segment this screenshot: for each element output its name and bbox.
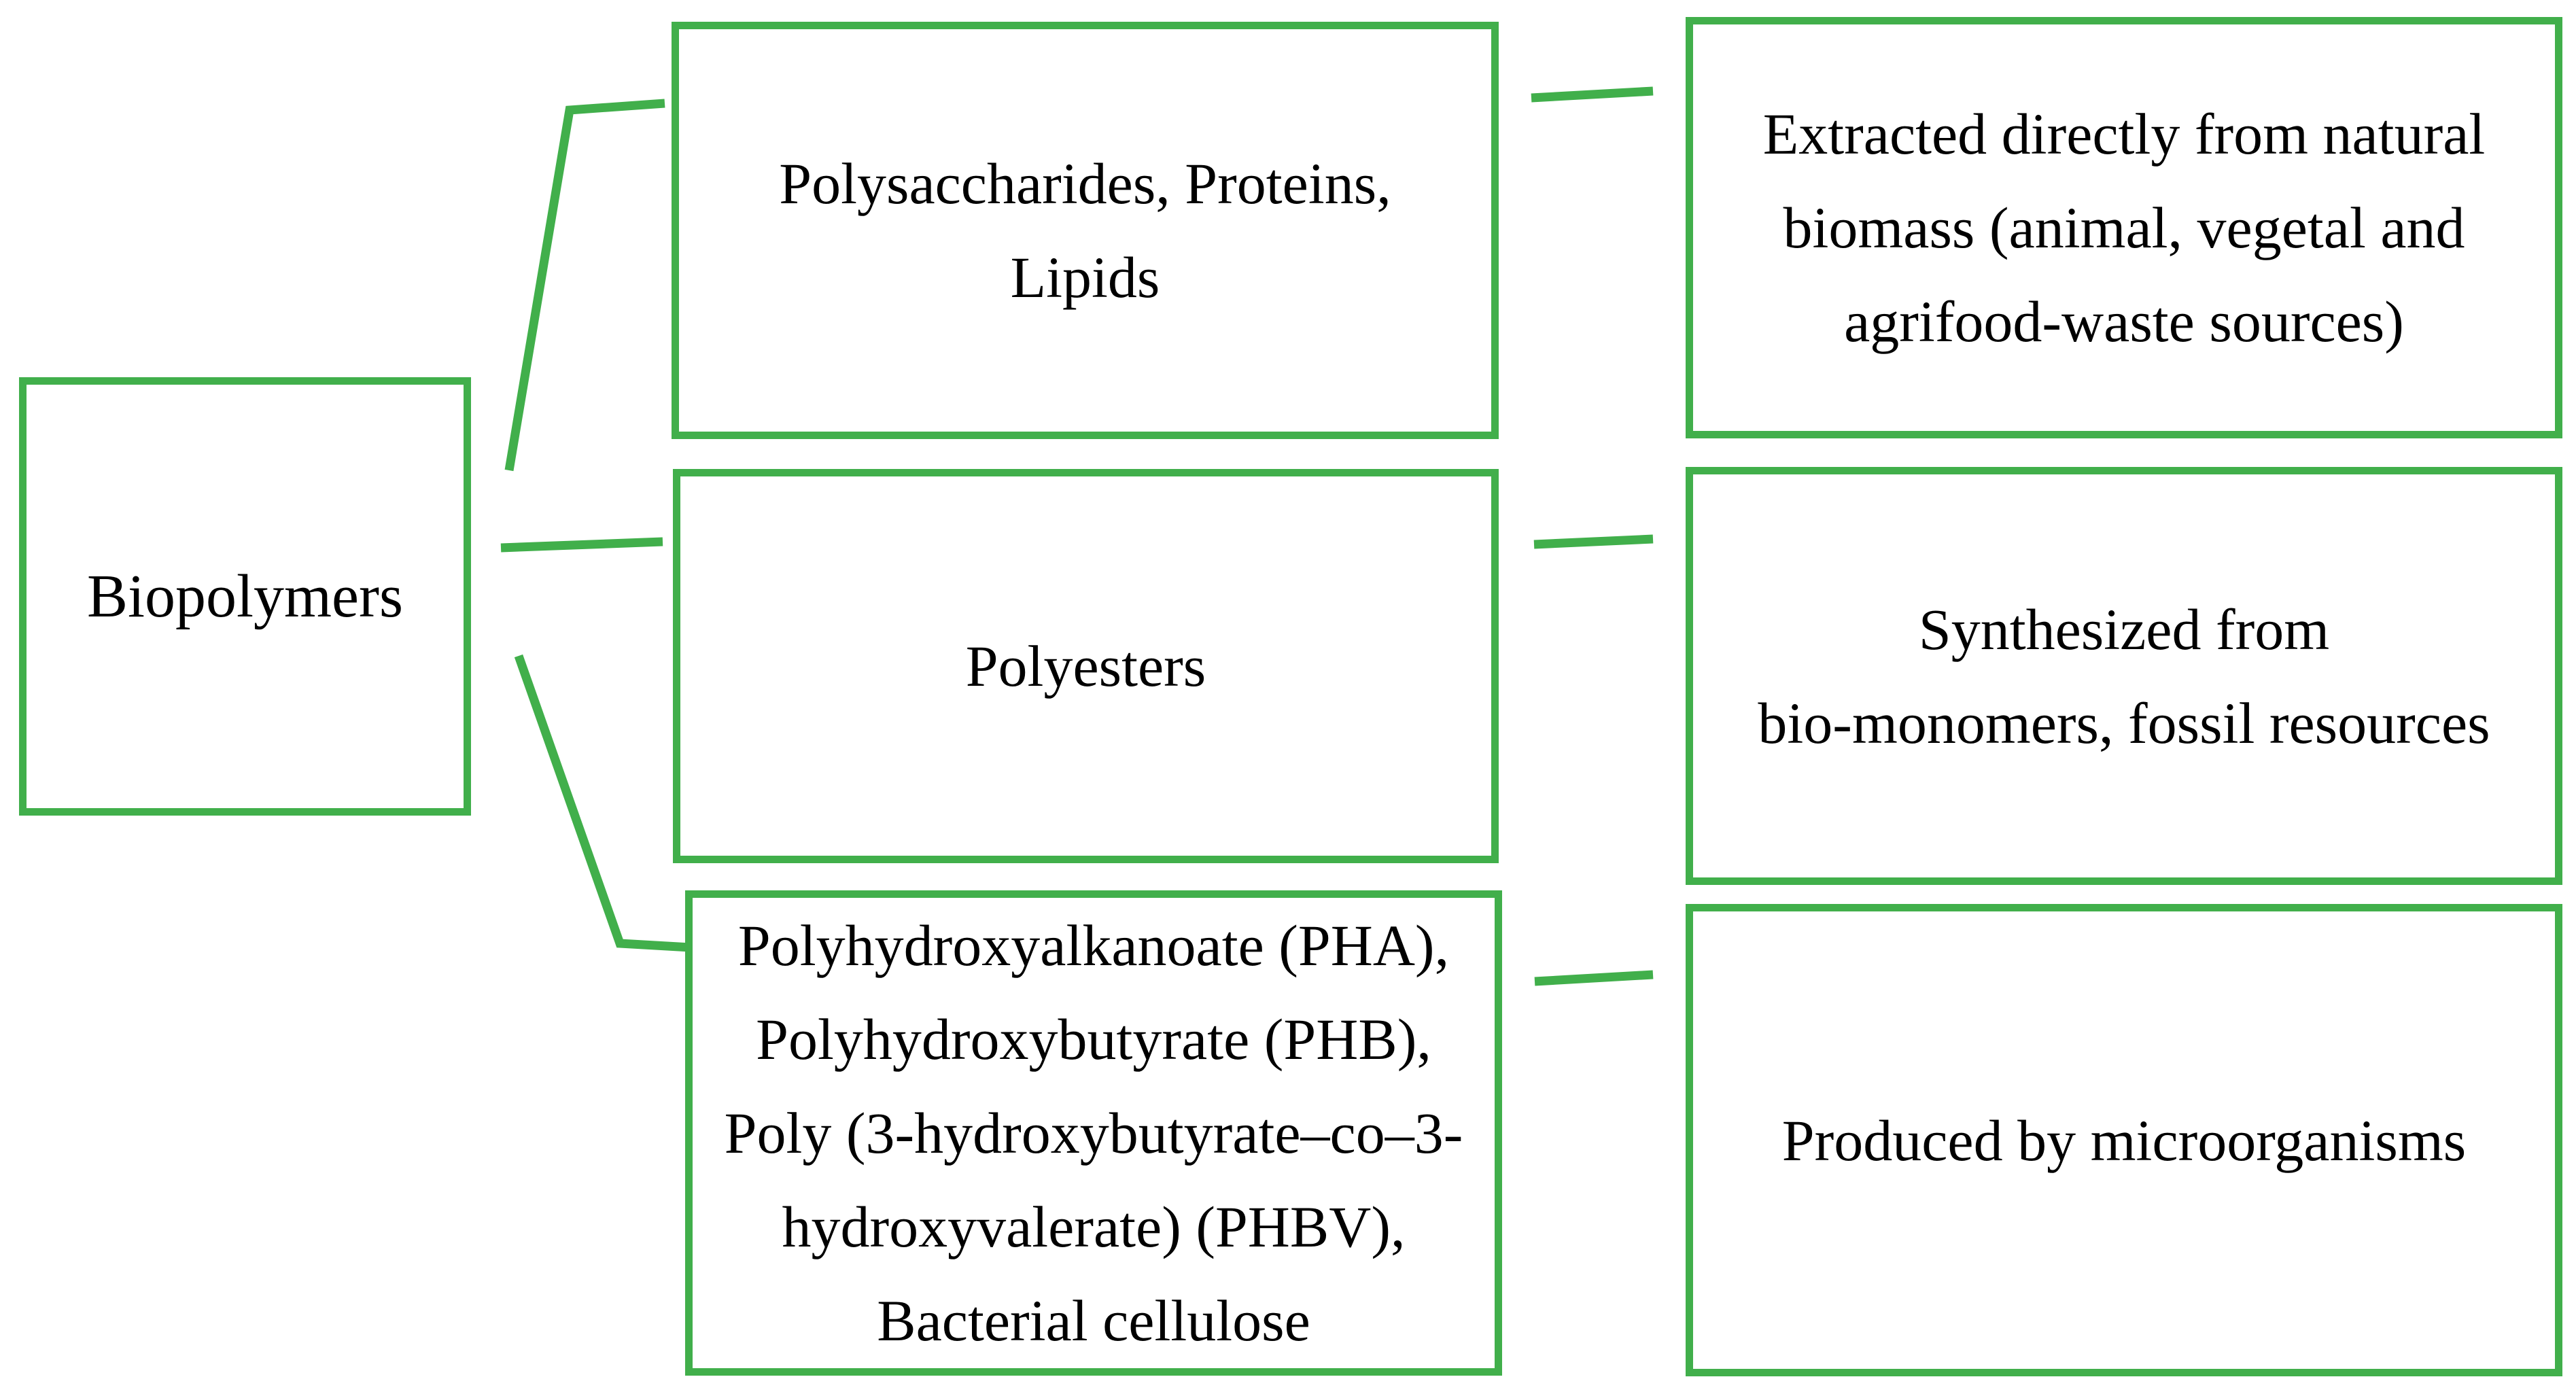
type-box-polysaccharides-proteins-lipids: Polysaccharides, Proteins, Lipids <box>672 22 1499 439</box>
type-box-pha-phb-phbv-bacterial-cellulose: Polyhydroxyalkanoate (PHA), Polyhydroxyb… <box>685 890 1502 1376</box>
type-box-polyesters: Polyesters <box>673 469 1499 863</box>
type-box-text-line: Polysaccharides, Proteins, <box>779 151 1391 216</box>
connector-polyesters-to-synthesized <box>1533 534 1654 549</box>
type-box-text-line: Polyesters <box>965 633 1206 699</box>
source-box-text-line: Produced by microorganisms <box>1781 1107 2467 1173</box>
connector-biopolymers-to-polyesters <box>500 537 663 553</box>
type-box-text-line: Polyhydroxybutyrate (PHB), <box>756 1007 1431 1072</box>
type-box-text-line: Lipids <box>1010 245 1160 310</box>
biopolymers-root-box: Biopolymers <box>19 377 471 816</box>
source-box-text-line: bio-monomers, fossil resources <box>1758 690 2490 756</box>
biopolymers-label: Biopolymers <box>87 562 403 630</box>
source-box-text-line: Extracted directly from natural <box>1762 101 2486 167</box>
source-box-text-line: biomass (animal, vegetal and <box>1783 195 2465 260</box>
source-box-text-line: agrifood-waste sources) <box>1844 289 2404 354</box>
connector-pha-to-microorganisms <box>1534 970 1654 986</box>
type-box-text-line: hydroxyvalerate) (PHBV), <box>782 1194 1406 1259</box>
connector-biopolymers-to-pha <box>514 654 691 952</box>
source-box-synthesized: Synthesized from bio-monomers, fossil re… <box>1686 467 2562 885</box>
source-box-text-line: Synthesized from <box>1918 596 2330 662</box>
type-box-text-line: Polyhydroxyalkanoate (PHA), <box>737 913 1450 978</box>
connector-polysaccharides-to-natural-biomass <box>1531 86 1654 103</box>
type-box-text-line: Poly (3-hydroxybutyrate–co–3- <box>724 1100 1463 1166</box>
source-box-natural-biomass: Extracted directly from natural biomass … <box>1686 17 2562 438</box>
connector-biopolymers-to-polysaccharides <box>504 99 665 472</box>
type-box-text-line: Bacterial cellulose <box>877 1288 1310 1353</box>
source-box-microorganisms: Produced by microorganisms <box>1686 904 2562 1376</box>
